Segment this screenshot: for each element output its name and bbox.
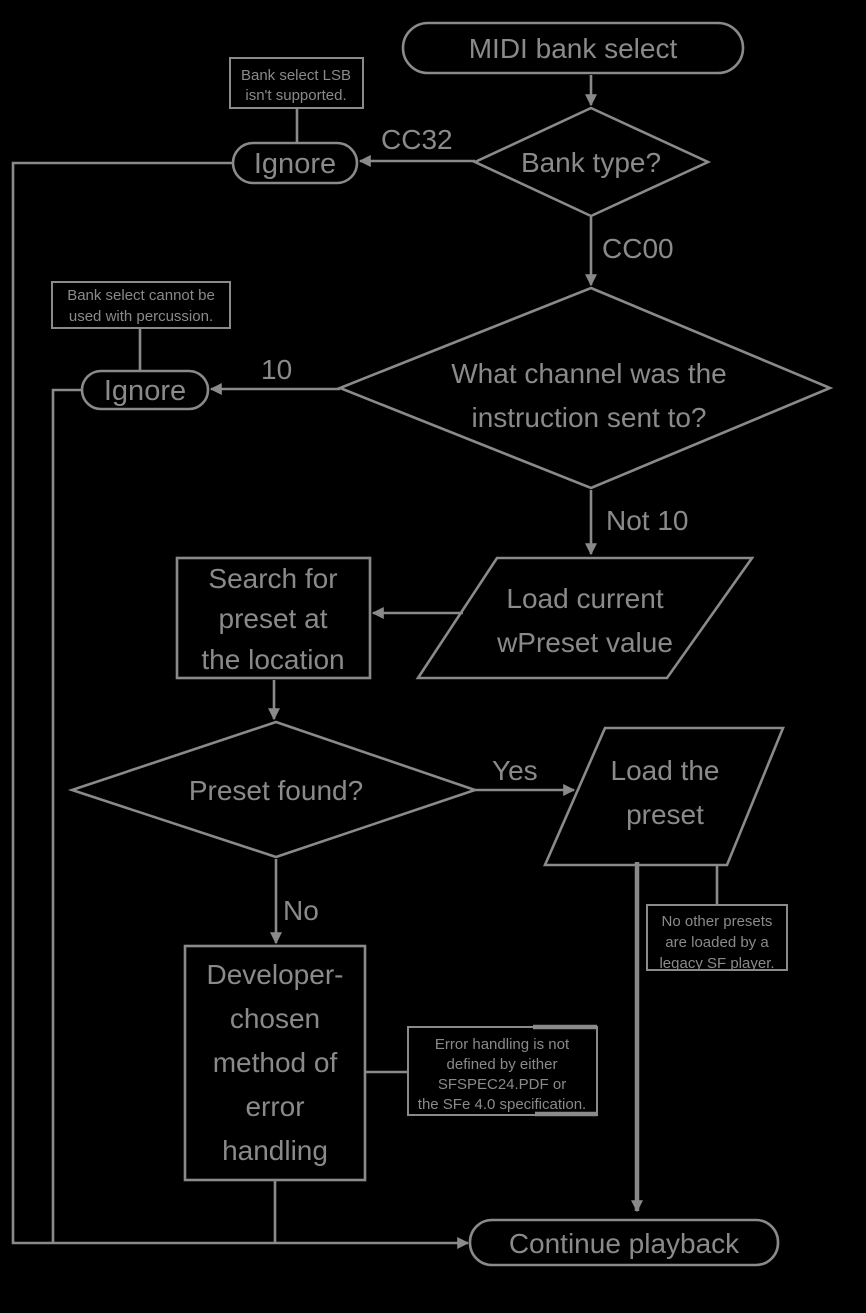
error-method-process <box>183 944 367 1182</box>
search-preset-process <box>175 556 372 680</box>
load-preset-line1: Load the <box>611 755 720 786</box>
error-note-line1: Error handling is not <box>435 1036 570 1053</box>
error-method-line5: handling <box>222 1135 328 1166</box>
ignore-lsb-terminator <box>231 141 359 185</box>
percussion-note-line1: Bank select cannot be <box>67 287 215 304</box>
preset-found-label: Preset found? <box>189 775 363 806</box>
edge-label-no: No <box>283 895 319 926</box>
legacy-note-line3: legacy SF player. <box>659 955 774 972</box>
channel-label-line2: instruction sent to? <box>471 402 706 433</box>
error-method-line1: Developer- <box>207 959 344 990</box>
search-line2: preset at <box>219 603 328 634</box>
legacy-note-line1: No other presets <box>662 913 773 930</box>
lsb-note-line2: isn't supported. <box>245 87 346 104</box>
continue-terminator <box>468 1218 780 1267</box>
error-method-line4: error <box>245 1091 304 1122</box>
load-wpreset-line1: Load current <box>506 583 663 614</box>
edge-label-not-10: Not 10 <box>606 505 689 536</box>
edge-label-yes: Yes <box>492 755 538 786</box>
edge-ignore2-to-continue <box>51 388 82 1243</box>
load-preset-line2: preset <box>626 799 704 830</box>
channel-label-line1: What channel was the <box>451 358 727 389</box>
start-label: MIDI bank select <box>469 33 678 64</box>
error-note-line2: defined by either <box>447 1056 558 1073</box>
load-preset-io <box>543 726 785 867</box>
edge-label-cc00: CC00 <box>602 233 674 264</box>
search-line1: Search for <box>208 563 337 594</box>
ignore-lsb-label: Ignore <box>254 148 336 180</box>
edge-label-10: 10 <box>261 354 292 385</box>
error-method-line3: method of <box>213 1047 338 1078</box>
legacy-note-box <box>646 904 788 971</box>
lsb-note-box <box>229 57 364 109</box>
load-wpreset-line2: wPreset value <box>496 627 673 658</box>
edge-label-cc32: CC32 <box>381 124 453 155</box>
continue-label: Continue playback <box>509 1228 740 1259</box>
edge-ignore-to-continue <box>11 161 470 1249</box>
banktype-label: Bank type? <box>521 147 661 178</box>
percussion-note-box <box>51 281 231 329</box>
error-method-line2: chosen <box>230 1003 320 1034</box>
ignore-percussion-label: Ignore <box>104 375 186 407</box>
search-line3: the location <box>201 644 344 675</box>
lsb-note-line1: Bank select LSB <box>241 67 351 84</box>
legacy-note-line2: are loaded by a <box>665 934 769 951</box>
banktype-decision <box>471 106 712 218</box>
ignore-percussion-terminator <box>80 369 210 411</box>
load-wpreset-io <box>415 556 755 680</box>
error-note-line4: the SFe 4.0 specification. <box>418 1096 586 1113</box>
channel-decision <box>336 286 834 490</box>
percussion-note-line2: used with percussion. <box>69 308 213 325</box>
start-terminator <box>401 21 745 75</box>
error-note-line3: SFSPEC24.PDF or <box>438 1076 566 1093</box>
error-note-box <box>407 1026 598 1116</box>
preset-found-decision <box>67 720 480 859</box>
